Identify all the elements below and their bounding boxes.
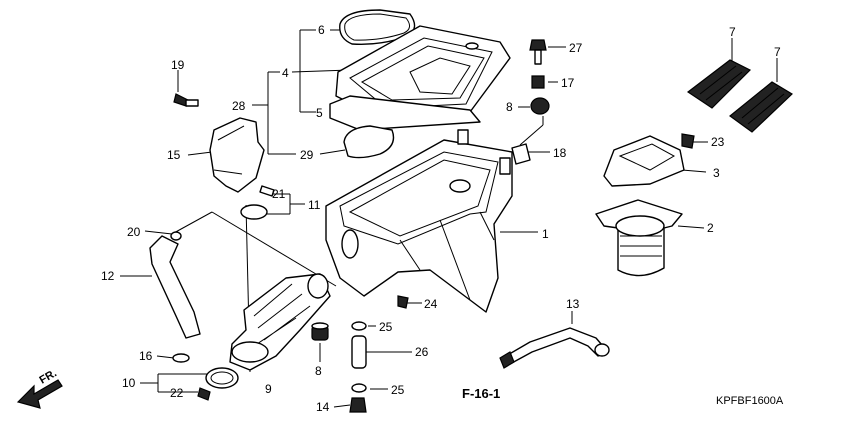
callout: 5	[316, 106, 323, 120]
clip-25-bottom	[351, 383, 367, 393]
callout: 6	[318, 23, 325, 37]
diagram-code: KPFBF1600A	[716, 395, 784, 407]
bolt-27-shank	[534, 49, 542, 65]
callout: 19	[171, 58, 185, 72]
callout: 18	[553, 146, 567, 160]
callout: 26	[415, 345, 429, 359]
callout: 8	[315, 364, 322, 378]
reference-label: F-16-1	[462, 386, 500, 401]
clip-18	[511, 143, 531, 165]
breather-tube	[499, 327, 610, 369]
plug-14	[349, 397, 367, 413]
callout: 28	[232, 99, 246, 113]
band-16	[172, 353, 190, 363]
filter-element	[595, 199, 683, 277]
screw-24	[397, 295, 409, 309]
callout: 11	[308, 198, 321, 212]
callout: 21	[272, 187, 286, 201]
callout: 9	[265, 382, 272, 396]
drain-tube-26	[351, 335, 367, 369]
screw-23	[681, 133, 695, 149]
callout-labels: 1 2 3 4 5 6 7 7 8 8 9 10 11 12 13 14 15 …	[101, 23, 781, 414]
callout: 13	[566, 297, 580, 311]
clip-25-top	[351, 321, 367, 331]
callout: 10	[122, 376, 136, 390]
connector-7-left	[686, 59, 752, 109]
resonator-line	[213, 125, 245, 175]
clip-20	[170, 231, 182, 241]
callout: 14	[316, 400, 330, 414]
gasket-top-inner	[344, 13, 410, 41]
air-cleaner-case	[325, 129, 513, 313]
bolt-27	[529, 39, 547, 51]
callout: 3	[713, 166, 720, 180]
callout: 27	[569, 41, 583, 55]
intake-duct	[229, 273, 331, 371]
callout: 25	[379, 320, 393, 334]
callout: 1	[542, 227, 549, 241]
callout: 24	[424, 297, 438, 311]
callout: 25	[391, 383, 405, 397]
callout: 7	[774, 45, 781, 59]
callout: 12	[101, 269, 115, 283]
callout: 16	[139, 349, 153, 363]
callout: 29	[300, 148, 314, 162]
callout: 17	[561, 76, 575, 90]
bolt-22	[197, 387, 211, 401]
hose-12	[149, 235, 201, 339]
element-housing	[603, 135, 685, 187]
callout: 20	[127, 225, 141, 239]
grommet-8	[530, 97, 550, 115]
callout: 7	[729, 25, 736, 39]
clip-21	[259, 185, 275, 197]
leader-lines	[120, 29, 778, 408]
clamp-10-inner	[210, 371, 234, 385]
callout: 22	[170, 386, 184, 400]
element-plate	[329, 95, 481, 131]
callout: 23	[711, 135, 725, 149]
callout: 15	[167, 148, 181, 162]
callout: 8	[506, 100, 513, 114]
gasket-29	[343, 125, 395, 159]
bolt-19	[173, 93, 199, 107]
collar-17	[531, 75, 545, 89]
cap-8-lower	[311, 322, 329, 341]
clamp-11	[240, 204, 268, 220]
front-arrow-icon	[16, 379, 63, 409]
resonator	[209, 117, 265, 193]
callout: 2	[707, 221, 714, 235]
connector-7-right	[729, 81, 793, 133]
clamp-10	[205, 367, 239, 389]
callout: 4	[282, 66, 289, 80]
